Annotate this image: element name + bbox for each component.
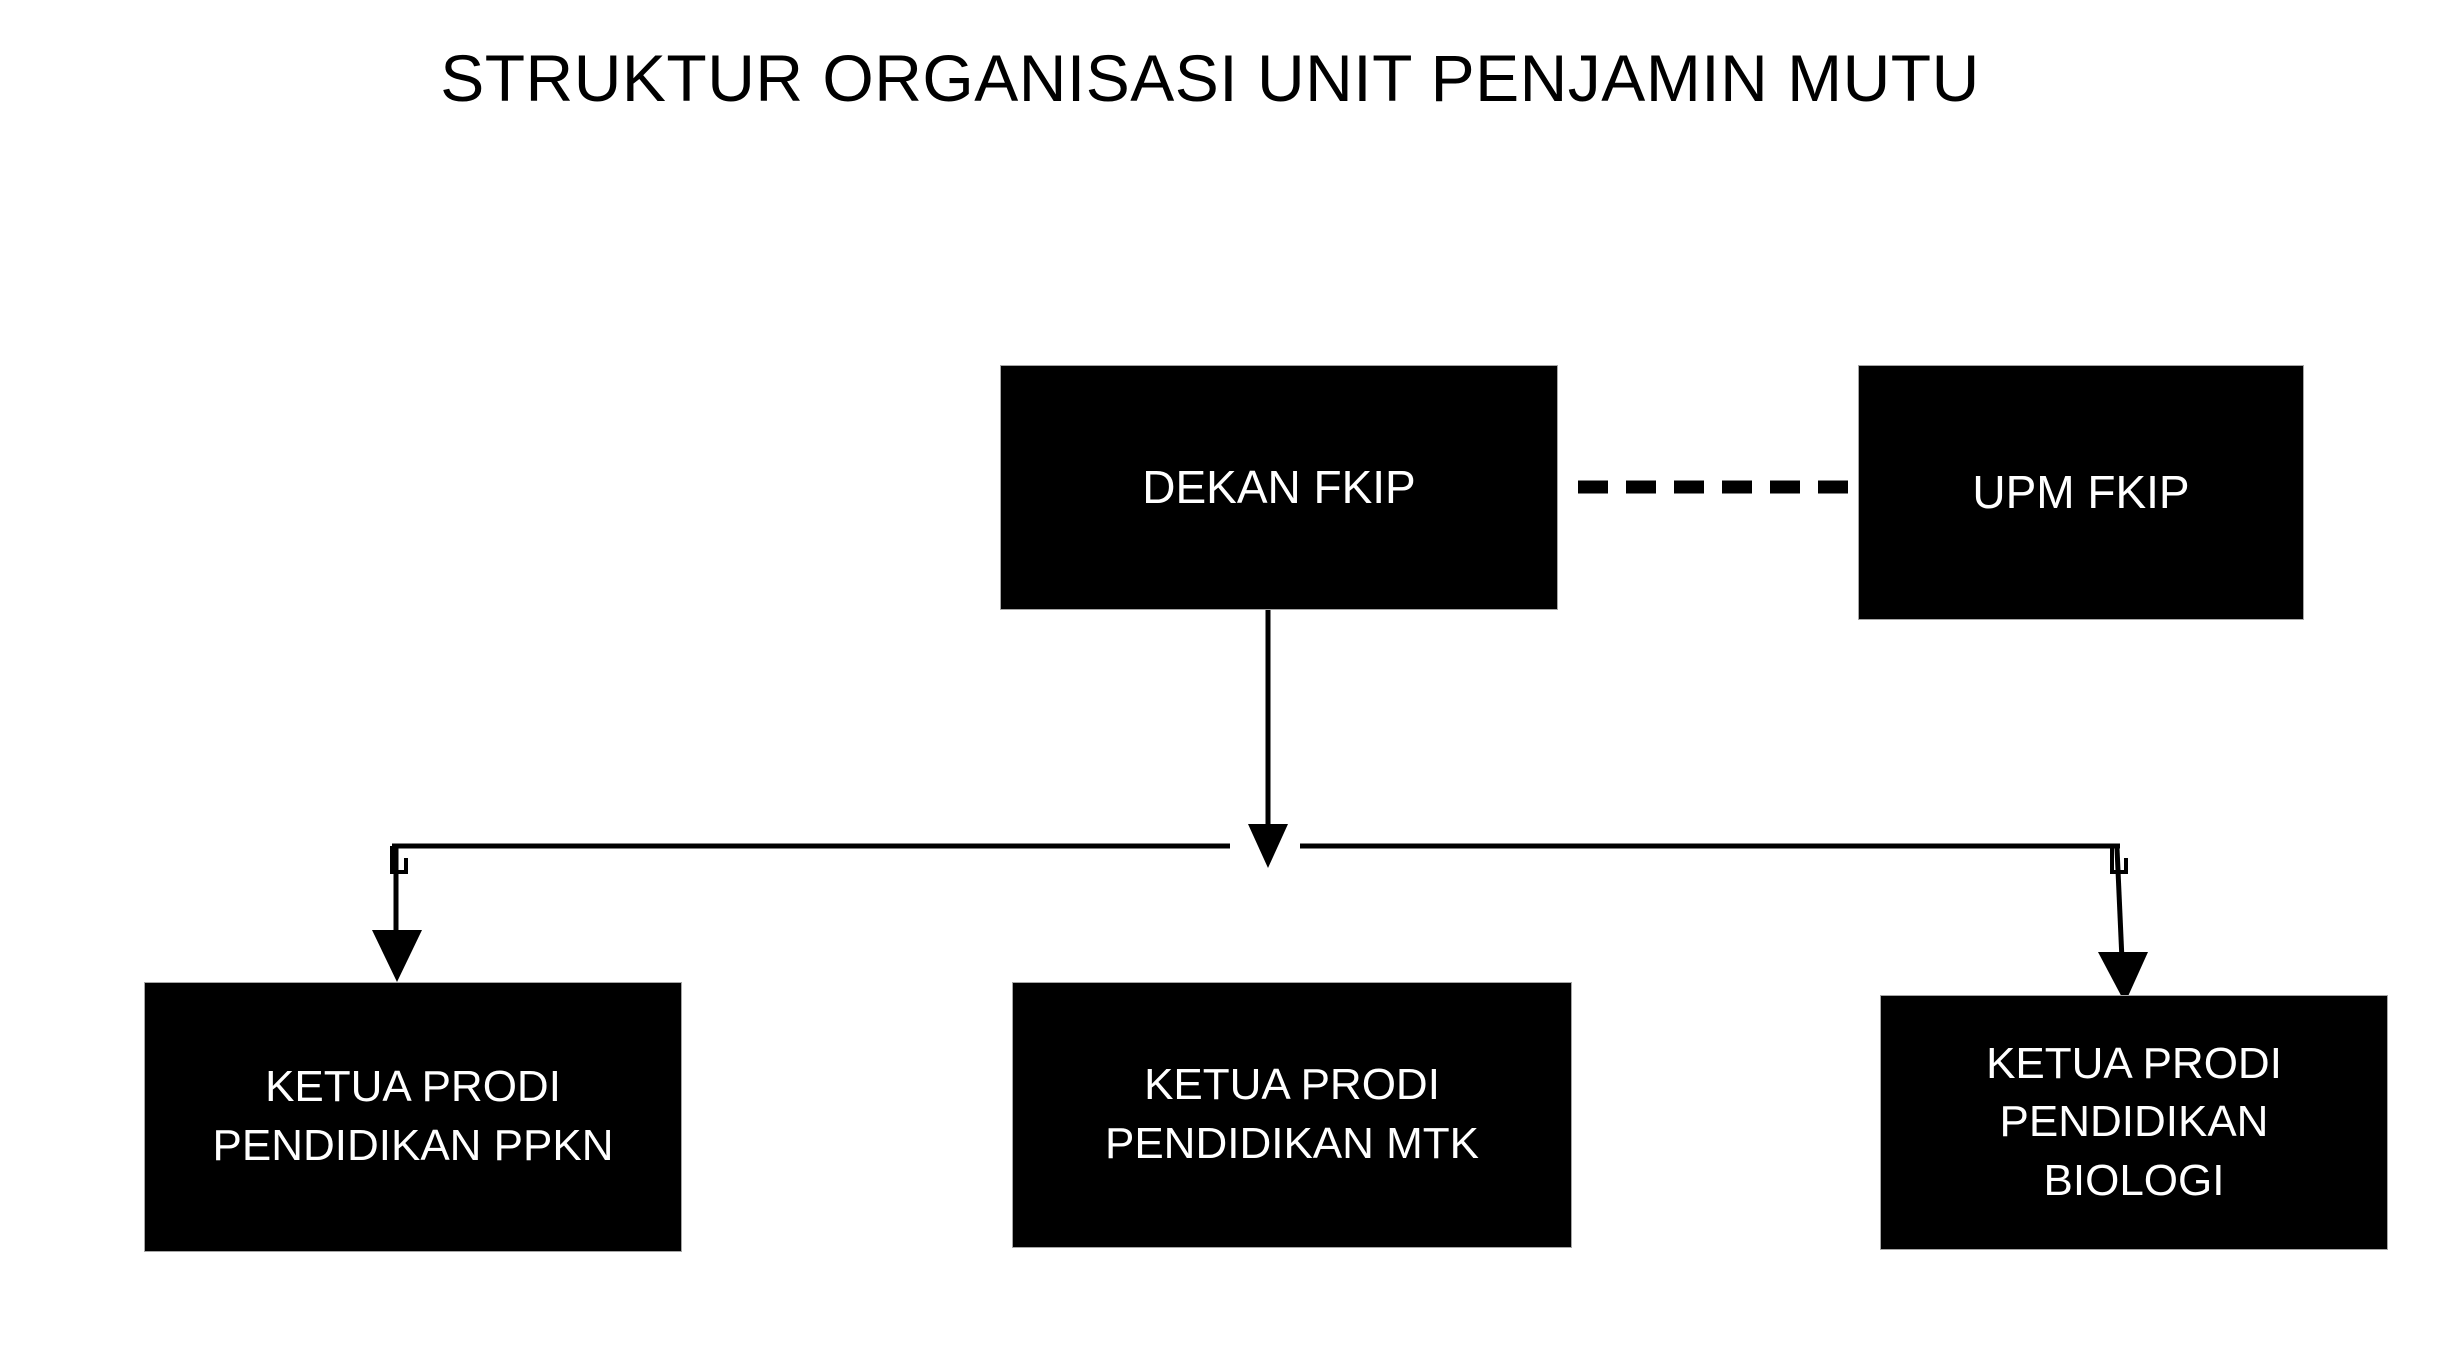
node-ketua-prodi-pendidikan-mtk-label: KETUA PRODI PENDIDIKAN MTK: [1104, 1060, 1480, 1168]
connector-left-elbow-notch: [390, 846, 408, 874]
node-dekan-fkip[interactable]: DEKAN FKIP: [1000, 365, 1558, 610]
node-ketua-prodi-pendidikan-biologi[interactable]: KETUA PRODI PENDIDIKAN BIOLOGI: [1880, 995, 2388, 1250]
node-ketua-prodi-pendidikan-biologi-label: KETUA PRODI PENDIDIKAN BIOLOGI: [1986, 1038, 2282, 1205]
page-title: STRUKTUR ORGANISASI UNIT PENJAMIN MUTU: [440, 41, 1980, 115]
node-upm-fkip[interactable]: UPM FKIP: [1858, 365, 2304, 620]
node-upm-fkip-label: UPM FKIP: [1972, 465, 2190, 518]
arrowhead-left-down: [372, 930, 422, 982]
arrowhead-dekan-down: [1248, 824, 1288, 868]
node-ketua-prodi-pendidikan-ppkn-label: KETUA PRODI PENDIDIKAN PPKN: [212, 1062, 614, 1170]
connector-right-stem: [2114, 847, 2125, 961]
node-dekan-fkip-label: DEKAN FKIP: [1142, 460, 1416, 513]
node-ketua-prodi-pendidikan-ppkn[interactable]: KETUA PRODI PENDIDIKAN PPKN: [144, 982, 682, 1252]
node-ketua-prodi-pendidikan-mtk[interactable]: KETUA PRODI PENDIDIKAN MTK: [1012, 982, 1572, 1248]
connector-right-elbow-notch: [2110, 846, 2128, 874]
